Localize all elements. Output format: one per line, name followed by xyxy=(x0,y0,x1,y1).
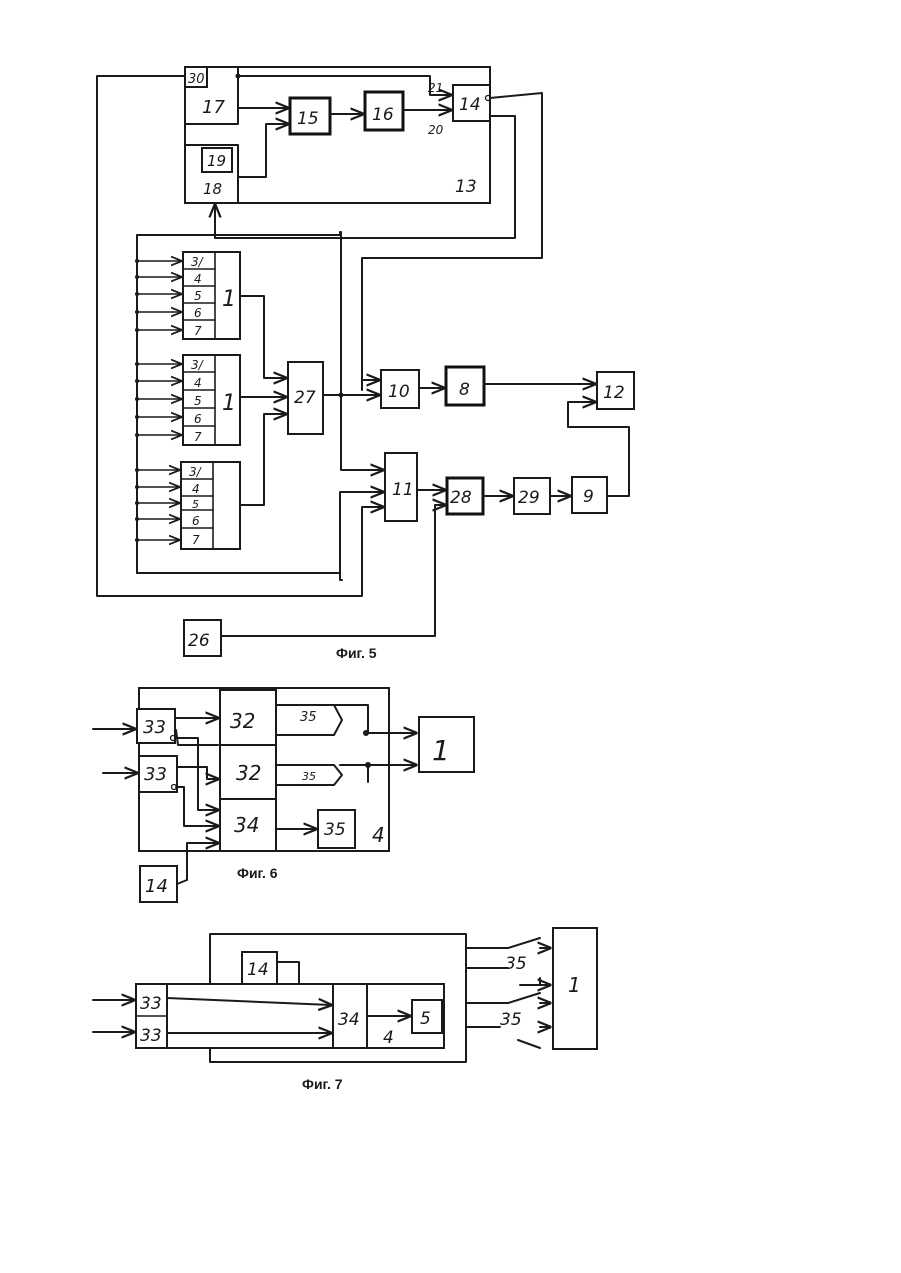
label-32-b: 32 xyxy=(236,761,261,785)
label-26: 26 xyxy=(188,631,210,651)
sensor-2-row-4: 6 xyxy=(194,412,202,426)
figure-7: 14 33 33 34 4 5 35 35 1 Фиг. 7 xyxy=(93,928,597,1092)
label-35-b-fig6: 35 xyxy=(302,770,316,783)
label-4-fig6: 4 xyxy=(372,823,385,847)
label-8: 8 xyxy=(459,380,470,400)
label-33-a-fig7: 33 xyxy=(140,994,162,1014)
sensor-3-row-4: 6 xyxy=(192,514,200,528)
label-10: 10 xyxy=(388,382,410,402)
sensor-stack-1: 3/ 4 5 6 7 1 xyxy=(183,252,240,339)
label-17: 17 xyxy=(202,97,225,118)
label-4-fig7: 4 xyxy=(383,1028,394,1048)
sensor-1-row-5: 7 xyxy=(194,324,202,338)
label-33-b-fig6: 33 xyxy=(144,764,167,785)
label-33-b-fig7: 33 xyxy=(140,1026,162,1046)
sensor-2-row-2: 4 xyxy=(194,376,202,390)
label-14-fig7: 14 xyxy=(247,960,269,980)
sensor-2-row-1: 3/ xyxy=(191,358,205,372)
figure-5: 13 30 17 19 18 15 16 14 21 20 xyxy=(97,67,634,661)
sensor-3-row-1: 3/ xyxy=(189,465,203,479)
label-9: 9 xyxy=(583,487,594,507)
label-18: 18 xyxy=(203,180,222,198)
label-1-fig7: 1 xyxy=(568,973,581,997)
figure-6: 4 32 32 34 33 33 35 35 35 xyxy=(93,688,474,902)
label-35-a-fig6: 35 xyxy=(300,710,317,725)
sensor-2-row-3: 5 xyxy=(194,394,202,408)
switch-35-a-fig7 xyxy=(466,938,550,948)
label-33-a-fig6: 33 xyxy=(143,717,166,738)
label-1-fig6: 1 xyxy=(432,734,450,767)
label-11: 11 xyxy=(392,480,414,500)
label-34-fig6: 34 xyxy=(234,813,259,837)
label-27: 27 xyxy=(294,388,316,408)
sensor-1-row-2: 4 xyxy=(194,272,202,286)
sensor-stack-3: 3/ 4 5 6 7 xyxy=(181,462,240,549)
sensor-1-row-1: 3/ xyxy=(191,255,205,269)
label-12: 12 xyxy=(603,383,625,403)
label-14: 14 xyxy=(459,95,481,115)
label-32-a: 32 xyxy=(230,709,255,733)
label-15: 15 xyxy=(297,109,319,129)
label-29: 29 xyxy=(518,488,540,508)
label-16: 16 xyxy=(372,105,394,125)
label-1-middle: 1 xyxy=(222,391,236,416)
sensor-1-row-4: 6 xyxy=(194,306,202,320)
figure-6-caption: Фиг. 6 xyxy=(237,865,278,881)
label-14-fig6: 14 xyxy=(145,876,168,897)
label-34-fig7: 34 xyxy=(338,1010,360,1030)
label-35-a-fig7: 35 xyxy=(505,954,527,974)
label-19: 19 xyxy=(207,152,226,170)
sensor-2-row-5: 7 xyxy=(194,430,202,444)
figure-7-caption: Фиг. 7 xyxy=(302,1076,343,1092)
label-5-fig7: 5 xyxy=(420,1009,431,1029)
sensor-3-row-5: 7 xyxy=(192,533,200,547)
label-13: 13 xyxy=(455,177,477,197)
sensor-1-row-3: 5 xyxy=(194,289,202,303)
sensor-inputs xyxy=(135,259,181,542)
block-13 xyxy=(185,67,490,203)
label-35-b-fig7: 35 xyxy=(500,1010,522,1030)
label-20: 20 xyxy=(428,123,444,137)
label-35-c-fig6: 35 xyxy=(324,820,346,840)
sensor-3-row-3: 5 xyxy=(192,498,199,511)
switch-35-b-fig7 xyxy=(466,993,550,1003)
label-28: 28 xyxy=(450,488,472,508)
label-30: 30 xyxy=(188,72,205,87)
label-1-top: 1 xyxy=(222,287,236,312)
sensor-3-row-2: 4 xyxy=(192,482,200,496)
figure-5-caption: Фиг. 5 xyxy=(336,645,377,661)
sensor-stack-2: 3/ 4 5 6 7 1 xyxy=(183,355,240,445)
